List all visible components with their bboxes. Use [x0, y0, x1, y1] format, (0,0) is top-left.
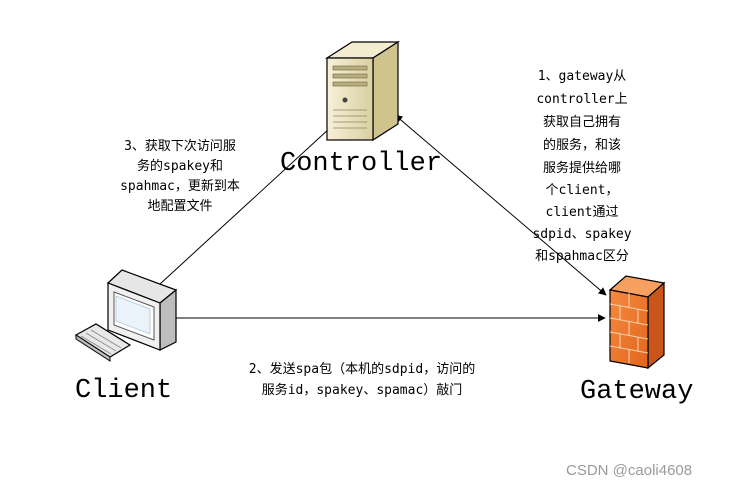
step2-note: 2、发送spa包（本机的sdpid，访问的 服务id，spakey、spamac…: [249, 361, 475, 398]
step2-line-1: 2、发送spa包（本机的sdpid，访问的: [249, 361, 475, 377]
client-controller-line: [159, 127, 331, 285]
step3-line-3: spahmac，更新到本: [120, 178, 240, 194]
step1-line-1: 1、gateway从: [538, 69, 627, 84]
step1-line-9: 和spahmac区分: [535, 249, 629, 264]
step1-line-6: 个client，: [546, 183, 619, 198]
step3-line-2: 务的spakey和: [137, 158, 223, 174]
controller-label: Controller: [280, 149, 442, 179]
step1-line-4: 的服务，和该: [543, 137, 621, 153]
server-tower-icon: [324, 40, 401, 142]
step1-line-5: 服务提供给哪: [543, 160, 621, 176]
step3-note: 3、获取下次访问服 务的spakey和 spahmac，更新到本 地配置文件: [120, 138, 240, 214]
step2-line-2: 服务id，spakey、spamac）敲门: [262, 382, 463, 398]
client-label: Client: [75, 376, 172, 406]
step3-line-4: 地配置文件: [147, 199, 212, 214]
step1-note: 1、gateway从 controller上 获取自己拥有 的服务，和该 服务提…: [532, 69, 631, 264]
step1-line-3: 获取自己拥有: [543, 115, 621, 130]
step1-line-8: sdpid、spakey: [532, 227, 631, 242]
step1-line-2: controller上: [536, 92, 627, 107]
firewall-brick-wall-icon: [608, 275, 666, 370]
desktop-computer-icon: [74, 269, 178, 362]
watermark: CSDN @caoli4608: [566, 462, 692, 479]
step3-line-1: 3、获取下次访问服: [124, 138, 236, 154]
controller-gateway-arrow: [394, 114, 607, 296]
step1-line-7: client通过: [546, 205, 619, 220]
gateway-label: Gateway: [580, 377, 693, 407]
